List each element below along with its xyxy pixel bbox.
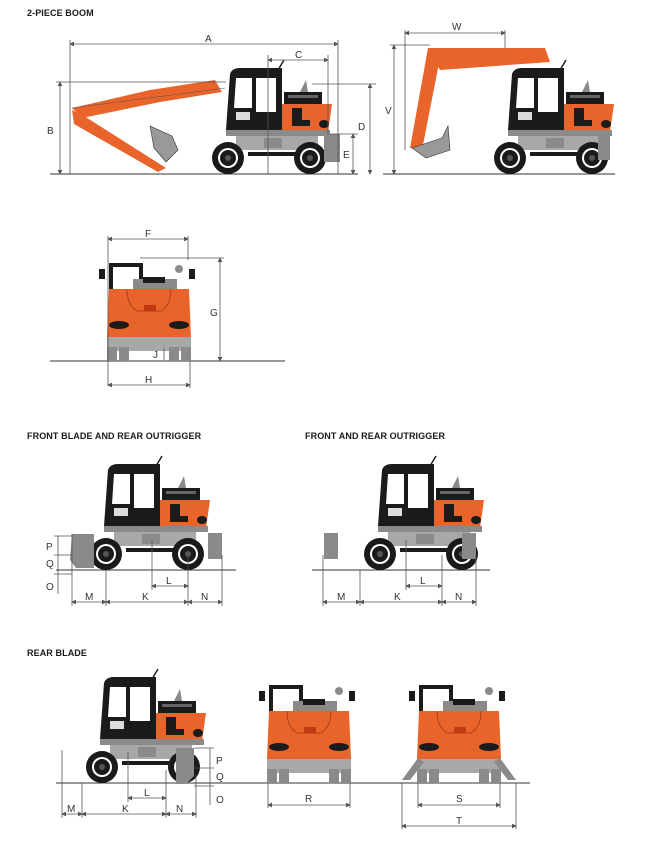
- rear-blade-rear-view-st: [380, 684, 530, 829]
- dim-label-c: C: [295, 50, 302, 61]
- dim-label-f: F: [145, 229, 151, 240]
- dim-label-q-2: Q: [216, 772, 224, 783]
- boom-side-view: [50, 40, 376, 175]
- rear-blade-rear-view-r: [240, 684, 380, 808]
- heading-front-and-rear-outrigger: FRONT AND REAR OUTRIGGER: [305, 431, 446, 441]
- dim-label-n-3: N: [176, 804, 183, 815]
- dim-label-m-3: M: [67, 804, 75, 815]
- dim-label-o-2: O: [216, 795, 224, 806]
- dim-label-s: S: [456, 794, 463, 805]
- dim-label-l-3: L: [144, 788, 150, 799]
- heading-2-piece-boom: 2-PIECE BOOM: [27, 8, 94, 18]
- dim-label-o-1: O: [46, 582, 54, 593]
- dim-label-q-1: Q: [46, 559, 54, 570]
- dim-label-g: G: [210, 308, 218, 319]
- dim-label-v: V: [385, 106, 392, 117]
- dim-label-p-1: P: [46, 542, 53, 553]
- dim-label-h: H: [145, 375, 152, 386]
- dim-label-a: A: [205, 34, 212, 45]
- heading-rear-blade: REAR BLADE: [27, 648, 88, 658]
- dim-label-k-3: K: [122, 804, 129, 815]
- heading-front-blade-rear-outrigger: FRONT BLADE AND REAR OUTRIGGER: [27, 431, 202, 441]
- dim-label-t: T: [456, 816, 462, 827]
- dim-label-d: D: [358, 122, 365, 133]
- dim-label-r: R: [305, 794, 312, 805]
- dim-label-m-1: M: [85, 592, 93, 603]
- dim-label-n-1: N: [201, 592, 208, 603]
- dim-label-j: J: [153, 350, 158, 361]
- front-view: [50, 236, 285, 388]
- front-blade-rear-outrigger-view: [54, 455, 236, 606]
- dim-label-n-2: N: [455, 592, 462, 603]
- dim-label-e: E: [343, 150, 350, 161]
- dim-label-l-1: L: [166, 576, 172, 587]
- rear-blade-side-view: [56, 668, 250, 818]
- dim-label-p-2: P: [216, 756, 223, 767]
- boom-transport-view: [383, 30, 615, 175]
- dim-label-k-1: K: [142, 592, 149, 603]
- dim-label-m-2: M: [337, 592, 345, 603]
- front-rear-outrigger-view: [312, 455, 490, 606]
- dim-label-k-2: K: [394, 592, 401, 603]
- dim-label-l-2: L: [420, 576, 426, 587]
- dim-label-w: W: [452, 22, 462, 33]
- dim-label-b: B: [47, 126, 54, 137]
